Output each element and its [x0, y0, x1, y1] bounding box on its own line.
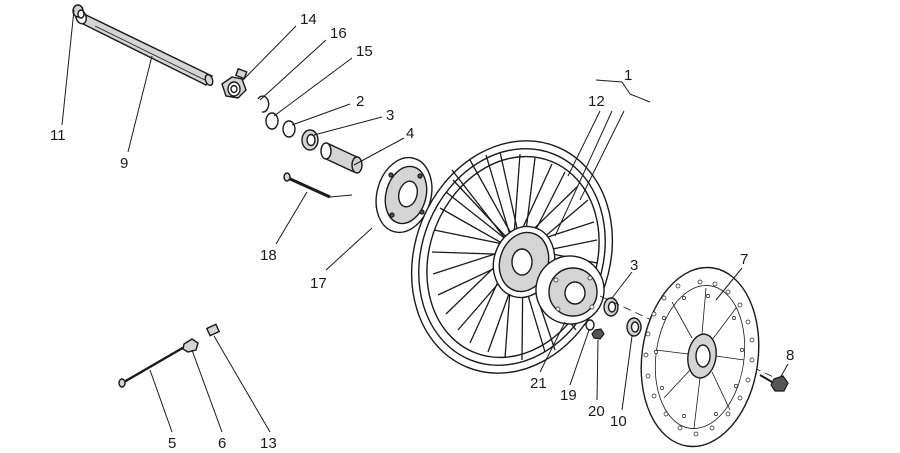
circlip — [257, 95, 270, 113]
disc-vent-holes — [643, 279, 755, 437]
leader-lines — [61, 9, 789, 433]
callout-14: 14 — [300, 11, 317, 28]
spoked-wheel — [410, 140, 614, 374]
callout-20: 20 — [588, 403, 605, 420]
callout-15: 15 — [356, 43, 373, 60]
wheel-bearing-left — [301, 129, 319, 151]
callout-1: 1 — [624, 67, 632, 84]
callout-4: 4 — [406, 125, 414, 142]
grub-screw — [205, 323, 221, 337]
callout-9: 9 — [120, 155, 128, 172]
callout-19: 19 — [560, 387, 577, 404]
callout-7: 7 — [740, 251, 748, 268]
callout-8: 8 — [786, 347, 794, 364]
axle-shaft — [75, 9, 214, 87]
callout-16: 16 — [330, 25, 347, 42]
callout-13: 13 — [260, 435, 277, 452]
bushing-spacer — [320, 142, 363, 174]
oil-seal — [626, 317, 642, 337]
callout-18: 18 — [260, 247, 277, 264]
callout-11: 11 — [50, 127, 66, 144]
callout-12: 12 — [588, 93, 605, 110]
callout-3-right: 3 — [630, 257, 638, 274]
long-bolt — [118, 344, 187, 388]
brake-disc — [640, 266, 760, 448]
callout-10: 10 — [610, 413, 627, 430]
speedo-drive-cover — [375, 156, 433, 234]
spring-washer — [585, 319, 595, 331]
callout-labels: 1 2 3 3 4 5 6 7 8 9 10 11 12 13 14 15 16… — [50, 11, 794, 452]
callout-17: 17 — [310, 275, 327, 292]
spacer-washer — [282, 120, 296, 138]
snap-ring — [265, 112, 279, 130]
disc-carrier-flange — [535, 255, 605, 325]
hex-nut — [591, 328, 605, 340]
bolt-nut — [182, 338, 199, 353]
hub-pin — [283, 172, 331, 199]
axle-end-clamp — [221, 67, 248, 99]
callout-6: 6 — [218, 435, 226, 452]
wheel-bearing-right — [603, 297, 619, 317]
disc-bolt — [759, 374, 789, 392]
callout-2: 2 — [356, 93, 364, 110]
callout-3-left: 3 — [386, 107, 394, 124]
callout-21: 21 — [530, 375, 547, 392]
axle-nut — [72, 4, 85, 19]
callout-5: 5 — [168, 435, 176, 452]
